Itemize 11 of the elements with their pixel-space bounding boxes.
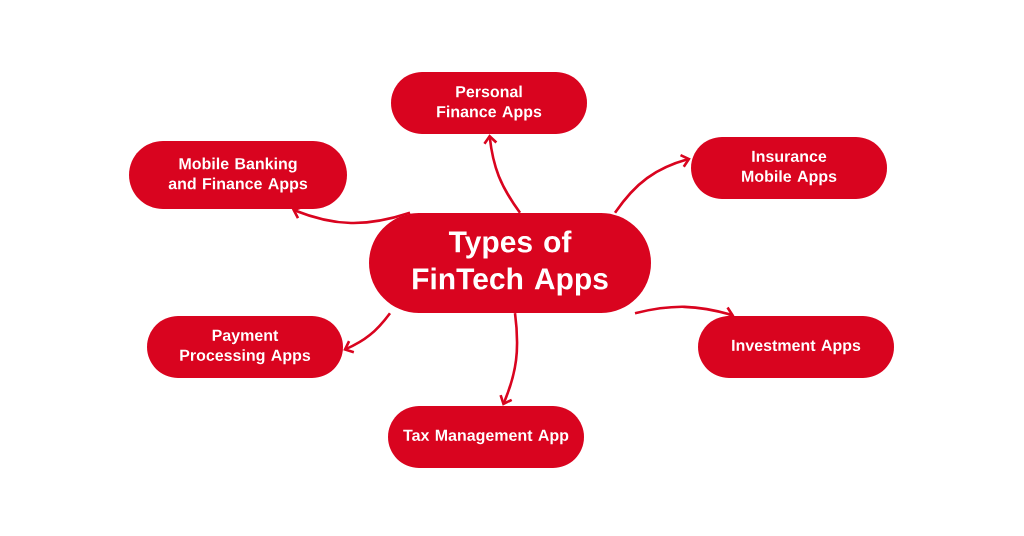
arrow — [499, 313, 519, 406]
category-box: Payment Processing Apps — [147, 316, 343, 378]
arrow — [613, 153, 691, 214]
arrow — [343, 312, 392, 354]
arrow — [483, 134, 522, 214]
category-box: Investment Apps — [698, 316, 894, 378]
category-box: Personal Finance Apps — [391, 72, 587, 134]
category-box: Mobile Banking and Finance Apps — [129, 141, 347, 209]
category-box: Insurance Mobile Apps — [691, 137, 887, 199]
topic-box: Types of FinTech Apps — [369, 213, 651, 313]
category-box: Tax Management App — [388, 406, 584, 468]
